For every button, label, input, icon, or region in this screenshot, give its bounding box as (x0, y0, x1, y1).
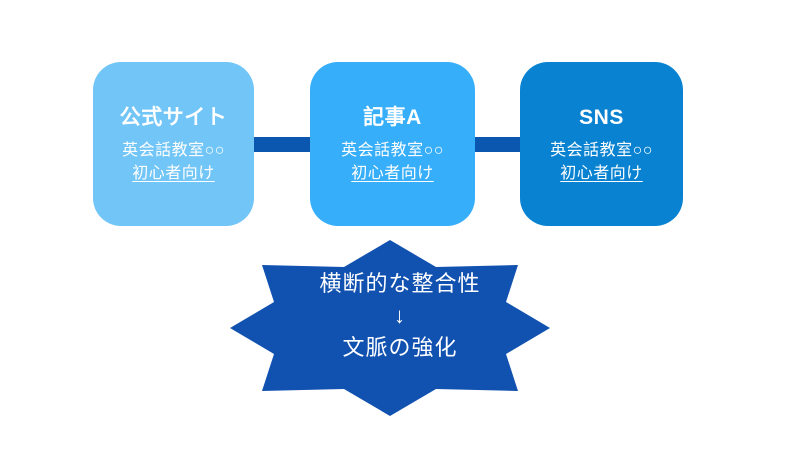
eight-point-star-icon (230, 240, 550, 416)
card-sns: SNS 英会話教室○○ 初心者向け (520, 62, 683, 226)
card-title: 記事A (363, 105, 422, 129)
card-tag: 初心者向け (560, 164, 643, 182)
card-subtitle: 英会話教室○○ (122, 141, 225, 159)
card-tag: 初心者向け (351, 164, 434, 182)
star-badge-text: 横断的な整合性 ↓ 文脈の強化 (240, 268, 560, 364)
card-subtitle: 英会話教室○○ (550, 141, 653, 159)
card-subtitle: 英会話教室○○ (341, 141, 444, 159)
star-line-2: 文脈の強化 (342, 335, 458, 360)
star-line-1: 横断的な整合性 (319, 271, 481, 296)
down-arrow-icon: ↓ (394, 303, 406, 328)
card-tag: 初心者向け (132, 164, 215, 182)
card-official-site: 公式サイト 英会話教室○○ 初心者向け (93, 62, 254, 226)
card-title: 公式サイト (119, 105, 228, 129)
card-article-a: 記事A 英会話教室○○ 初心者向け (310, 62, 475, 226)
card-title: SNS (579, 105, 624, 129)
star-badge-shape (230, 240, 550, 416)
